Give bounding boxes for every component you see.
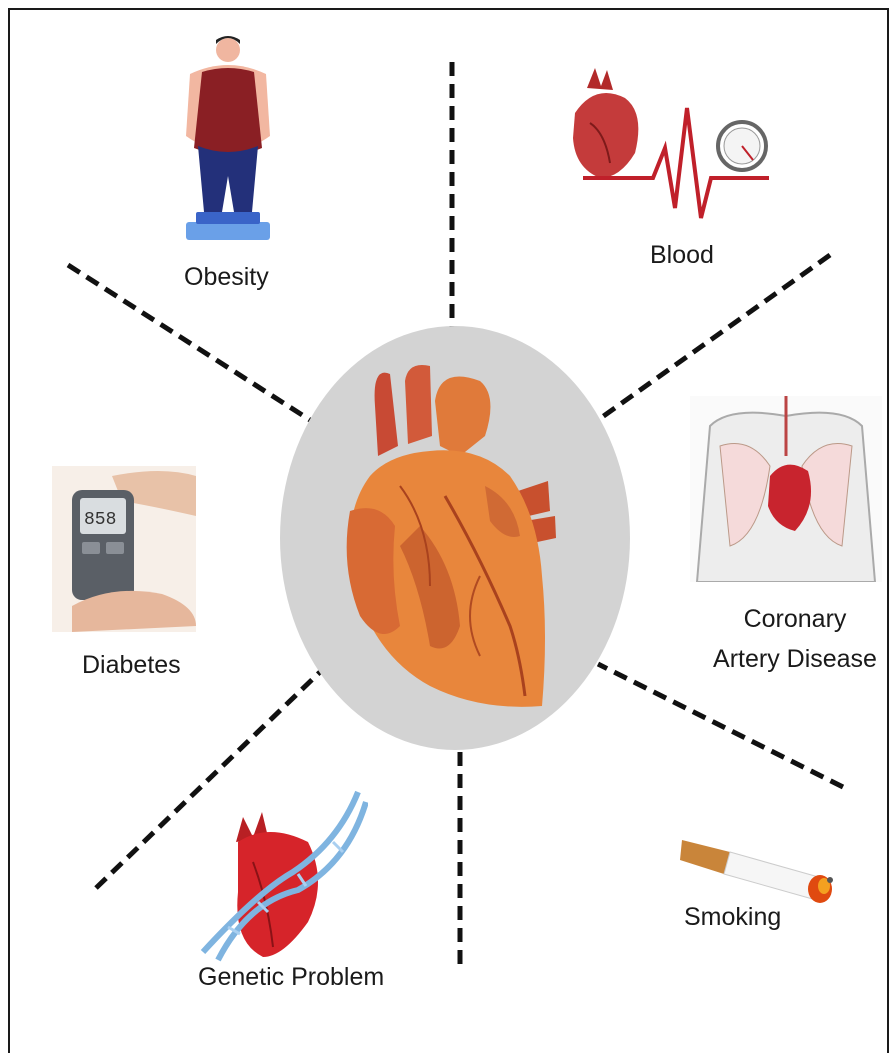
smoking-label: Smoking <box>684 902 781 933</box>
center-heart-icon <box>280 326 640 756</box>
heart-ecg-pressure-gauge-icon <box>565 68 777 228</box>
chest-xray-heart-icon <box>690 396 882 582</box>
coronary-label-line2: Artery Disease <box>700 644 890 675</box>
blood-label: Blood <box>650 240 714 271</box>
obesity-label: Obesity <box>184 262 269 293</box>
coronary-label-line1: Coronary <box>700 604 890 635</box>
heart-dna-helix-icon <box>198 782 368 962</box>
burning-cigarette-icon <box>680 834 840 908</box>
obese-person-on-scale-icon <box>178 36 278 242</box>
genetic-label: Genetic Problem <box>198 962 384 993</box>
svg-text:858: 858 <box>84 510 116 530</box>
diabetes-label: Diabetes <box>82 650 181 681</box>
glucose-meter-icon: 858 <box>52 466 196 632</box>
